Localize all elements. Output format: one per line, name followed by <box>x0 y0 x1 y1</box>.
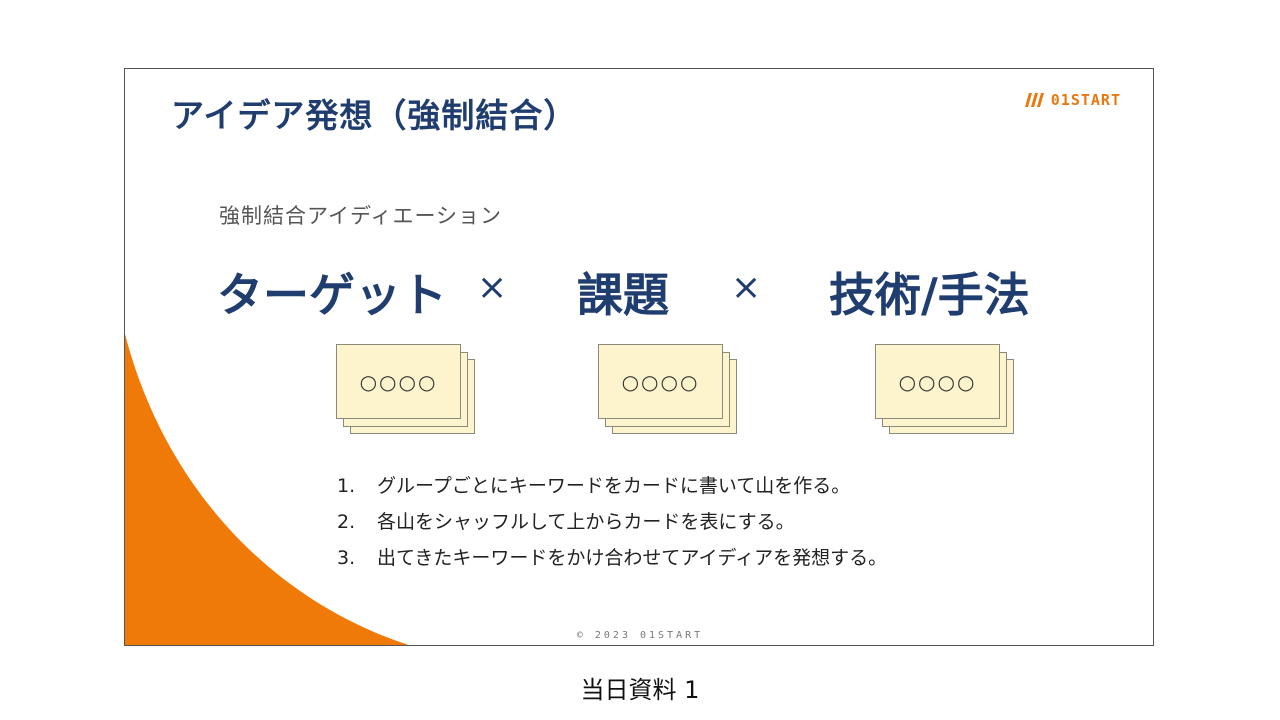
term-technique: 技術/手法 <box>829 268 1030 322</box>
term-target: ターゲット <box>217 268 447 322</box>
step-number: 3. <box>337 547 356 569</box>
card-stack-target: ○○○○ <box>336 344 480 439</box>
card: ○○○○ <box>875 344 1000 419</box>
slide: アイデア発想（強制結合） 01START 強制結合アイディエーション ターゲット… <box>124 68 1154 646</box>
card: ○○○○ <box>336 344 461 419</box>
triple-slash-logo-icon <box>1024 93 1044 107</box>
brand-logo: 01START <box>1024 91 1121 109</box>
card-label: ○○○○ <box>898 369 977 394</box>
step-item: 1. グループごとにキーワードをカードに書いて山を作る。 <box>337 468 887 504</box>
step-text: グループごとにキーワードをカードに書いて山を作る。 <box>377 475 851 497</box>
slide-title: アイデア発想（強制結合） <box>171 96 578 135</box>
card-label: ○○○○ <box>359 369 438 394</box>
card: ○○○○ <box>598 344 723 419</box>
step-text: 出てきたキーワードをかけ合わせてアイディアを発想する。 <box>377 547 888 569</box>
card-stack-technique: ○○○○ <box>875 344 1019 439</box>
step-number: 2. <box>337 511 356 533</box>
times-symbol: × <box>731 267 762 308</box>
term-problem: 課題 <box>577 268 669 322</box>
copyright-footer: © 2023 01START <box>576 630 704 641</box>
orange-arc-decoration <box>125 334 409 645</box>
card-stack-problem: ○○○○ <box>598 344 742 439</box>
subheading: 強制結合アイディエーション <box>219 204 503 228</box>
step-text: 各山をシャッフルして上からカードを表にする。 <box>377 511 795 533</box>
step-item: 2. 各山をシャッフルして上からカードを表にする。 <box>337 504 887 540</box>
steps-list: 1. グループごとにキーワードをカードに書いて山を作る。 2. 各山をシャッフル… <box>337 468 887 576</box>
step-number: 1. <box>337 475 356 497</box>
step-item: 3. 出てきたキーワードをかけ合わせてアイディアを発想する。 <box>337 540 887 576</box>
times-symbol: × <box>477 267 508 308</box>
caption: 当日資料 1 <box>580 676 700 704</box>
brand-logo-text: 01START <box>1050 91 1121 109</box>
card-label: ○○○○ <box>621 369 700 394</box>
